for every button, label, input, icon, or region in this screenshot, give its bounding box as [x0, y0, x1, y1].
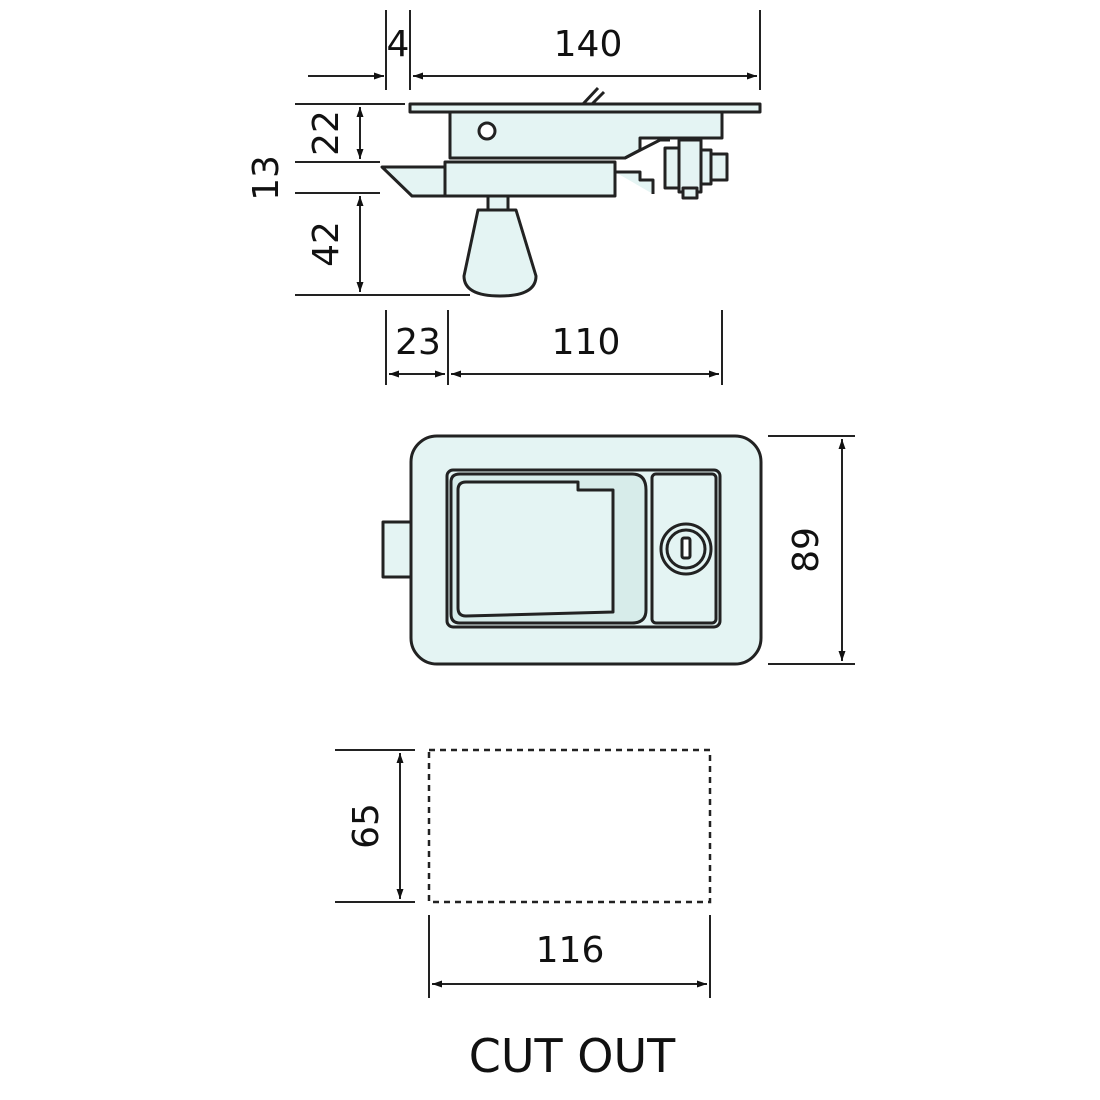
dimension-label: 4: [387, 24, 410, 65]
cutout-outline: [427, 748, 712, 904]
dimension-label: 89: [786, 527, 827, 573]
dimension-label: 13: [246, 155, 287, 201]
dimension-23: 23: [389, 322, 445, 378]
dimension-4: 4: [308, 24, 410, 80]
side-bolt: [381, 520, 415, 579]
dimension-label: 65: [346, 803, 387, 849]
keyhole-icon: [680, 536, 692, 560]
dimension-label: 42: [306, 221, 347, 267]
side-view: 4 140 22 13 42: [246, 10, 762, 385]
dimension-140: 140: [413, 24, 757, 80]
dimension-13: 13: [246, 155, 287, 201]
dimension-116: 116: [432, 930, 707, 988]
dimension-42: 42: [306, 196, 364, 292]
dimension-110: 110: [451, 322, 719, 378]
latch-side-profile: [380, 86, 762, 298]
dimension-22: 22: [306, 107, 364, 159]
dimension-label: 23: [395, 322, 441, 363]
dimension-65: 65: [346, 753, 404, 899]
cutout-caption: CUT OUT: [469, 1029, 676, 1083]
dimension-label: 110: [552, 322, 621, 363]
dimension-label: 140: [554, 24, 623, 65]
dimension-label: 116: [536, 930, 605, 971]
front-view: 89: [381, 434, 855, 666]
paddle-face: [456, 480, 615, 618]
cutout-view: 65 116 CUT OUT: [335, 748, 712, 1083]
dimension-label: 22: [306, 110, 347, 156]
dimension-89: 89: [786, 439, 846, 661]
